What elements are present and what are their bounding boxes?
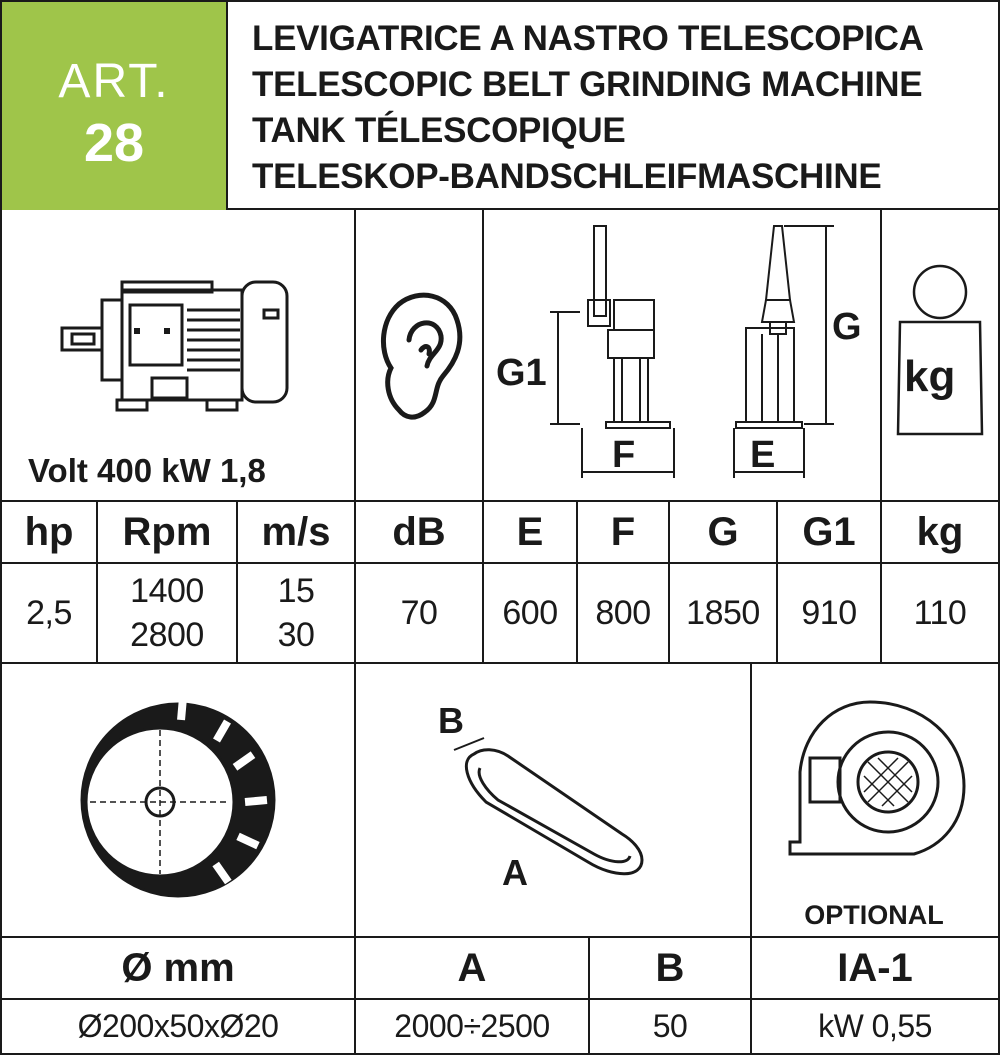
noise-cell [356, 210, 484, 500]
spec-header-row: hp Rpm m/s dB E F G G1 kg [2, 502, 998, 564]
article-badge: ART. 28 [2, 2, 228, 210]
bottom-values-row: Ø200x50xØ20 2000÷2500 50 kW 0,55 [2, 1000, 998, 1053]
value-g: 1850 [670, 564, 778, 662]
col-db: dB [356, 502, 484, 562]
value-rpm: 1400 2800 [98, 564, 238, 662]
value-hp: 2,5 [2, 564, 98, 662]
accessories-row: B A OPTIONAL [2, 664, 998, 938]
machine-dimensions-diagram [550, 225, 834, 478]
blower-cell: OPTIONAL [752, 664, 998, 936]
col-a: A [356, 938, 590, 998]
wheel-cell [2, 664, 356, 936]
header-row: ART. 28 LEVIGATRICE A NASTRO TELESCOPICA… [2, 2, 998, 210]
value-ms-2: 30 [277, 616, 315, 654]
dim-label-e: E [750, 434, 776, 476]
col-b: B [590, 938, 752, 998]
value-kg: 110 [913, 593, 967, 632]
col-ia1: IA-1 [837, 945, 913, 990]
value-rpm-2: 2800 [130, 616, 204, 654]
col-ms: m/s [238, 502, 356, 562]
title-fr: TANK TÉLESCOPIQUE [252, 111, 626, 150]
value-ia1: kW 0,55 [818, 1008, 932, 1044]
belt-cell: B A [356, 664, 752, 936]
value-a: 2000÷2500 [356, 1000, 590, 1053]
article-number: 28 [83, 113, 145, 173]
title-en: TELESCOPIC BELT GRINDING MACHINE [252, 65, 923, 104]
article-label: ART. [58, 55, 170, 108]
col-g1: G1 [778, 502, 882, 562]
belt-label-b: B [438, 700, 464, 741]
col-hp: hp [2, 502, 98, 562]
motor-icon [60, 280, 289, 412]
abrasive-belt-icon [453, 737, 644, 876]
dim-label-g1: G1 [496, 352, 547, 394]
col-e: E [484, 502, 578, 562]
contact-wheel-icon [80, 697, 276, 898]
value-f: 800 [578, 564, 670, 662]
col-rpm: Rpm [98, 502, 238, 562]
col-kg: kg [916, 509, 964, 554]
ear-icon [380, 292, 463, 420]
title-de: TELESKOP-BANDSCHLEIFMASCHINE [252, 157, 882, 196]
weight-icon [896, 264, 984, 436]
bottom-header-row: Ø mm A B IA-1 [2, 938, 998, 1000]
col-f: F [578, 502, 670, 562]
weight-cell: kg [882, 210, 998, 500]
value-b: 50 [590, 1000, 752, 1053]
motor-caption: Volt 400 kW 1,8 [28, 452, 266, 489]
value-rpm-1: 1400 [130, 572, 204, 610]
belt-label-a: A [502, 852, 528, 893]
optional-label: OPTIONAL [804, 900, 944, 930]
value-e: 600 [484, 564, 578, 662]
col-g: G [670, 502, 778, 562]
weight-label: kg [904, 352, 956, 401]
col-diameter: Ø mm [2, 938, 356, 998]
dim-label-g: G [832, 306, 862, 348]
dimensions-cell: G1 G F E [484, 210, 882, 500]
value-g1: 910 [778, 564, 882, 662]
title-it: LEVIGATRICE A NASTRO TELESCOPICA [252, 19, 924, 58]
value-diameter: Ø200x50xØ20 [2, 1000, 356, 1053]
icons-row: Volt 400 kW 1,8 [2, 210, 998, 502]
product-titles: LEVIGATRICE A NASTRO TELESCOPICA TELESCO… [252, 16, 924, 200]
dim-label-f: F [612, 434, 636, 476]
motor-cell: Volt 400 kW 1,8 [2, 210, 356, 500]
value-ms-1: 15 [277, 572, 315, 610]
dust-extractor-icon [788, 700, 966, 856]
value-db: 70 [356, 564, 484, 662]
